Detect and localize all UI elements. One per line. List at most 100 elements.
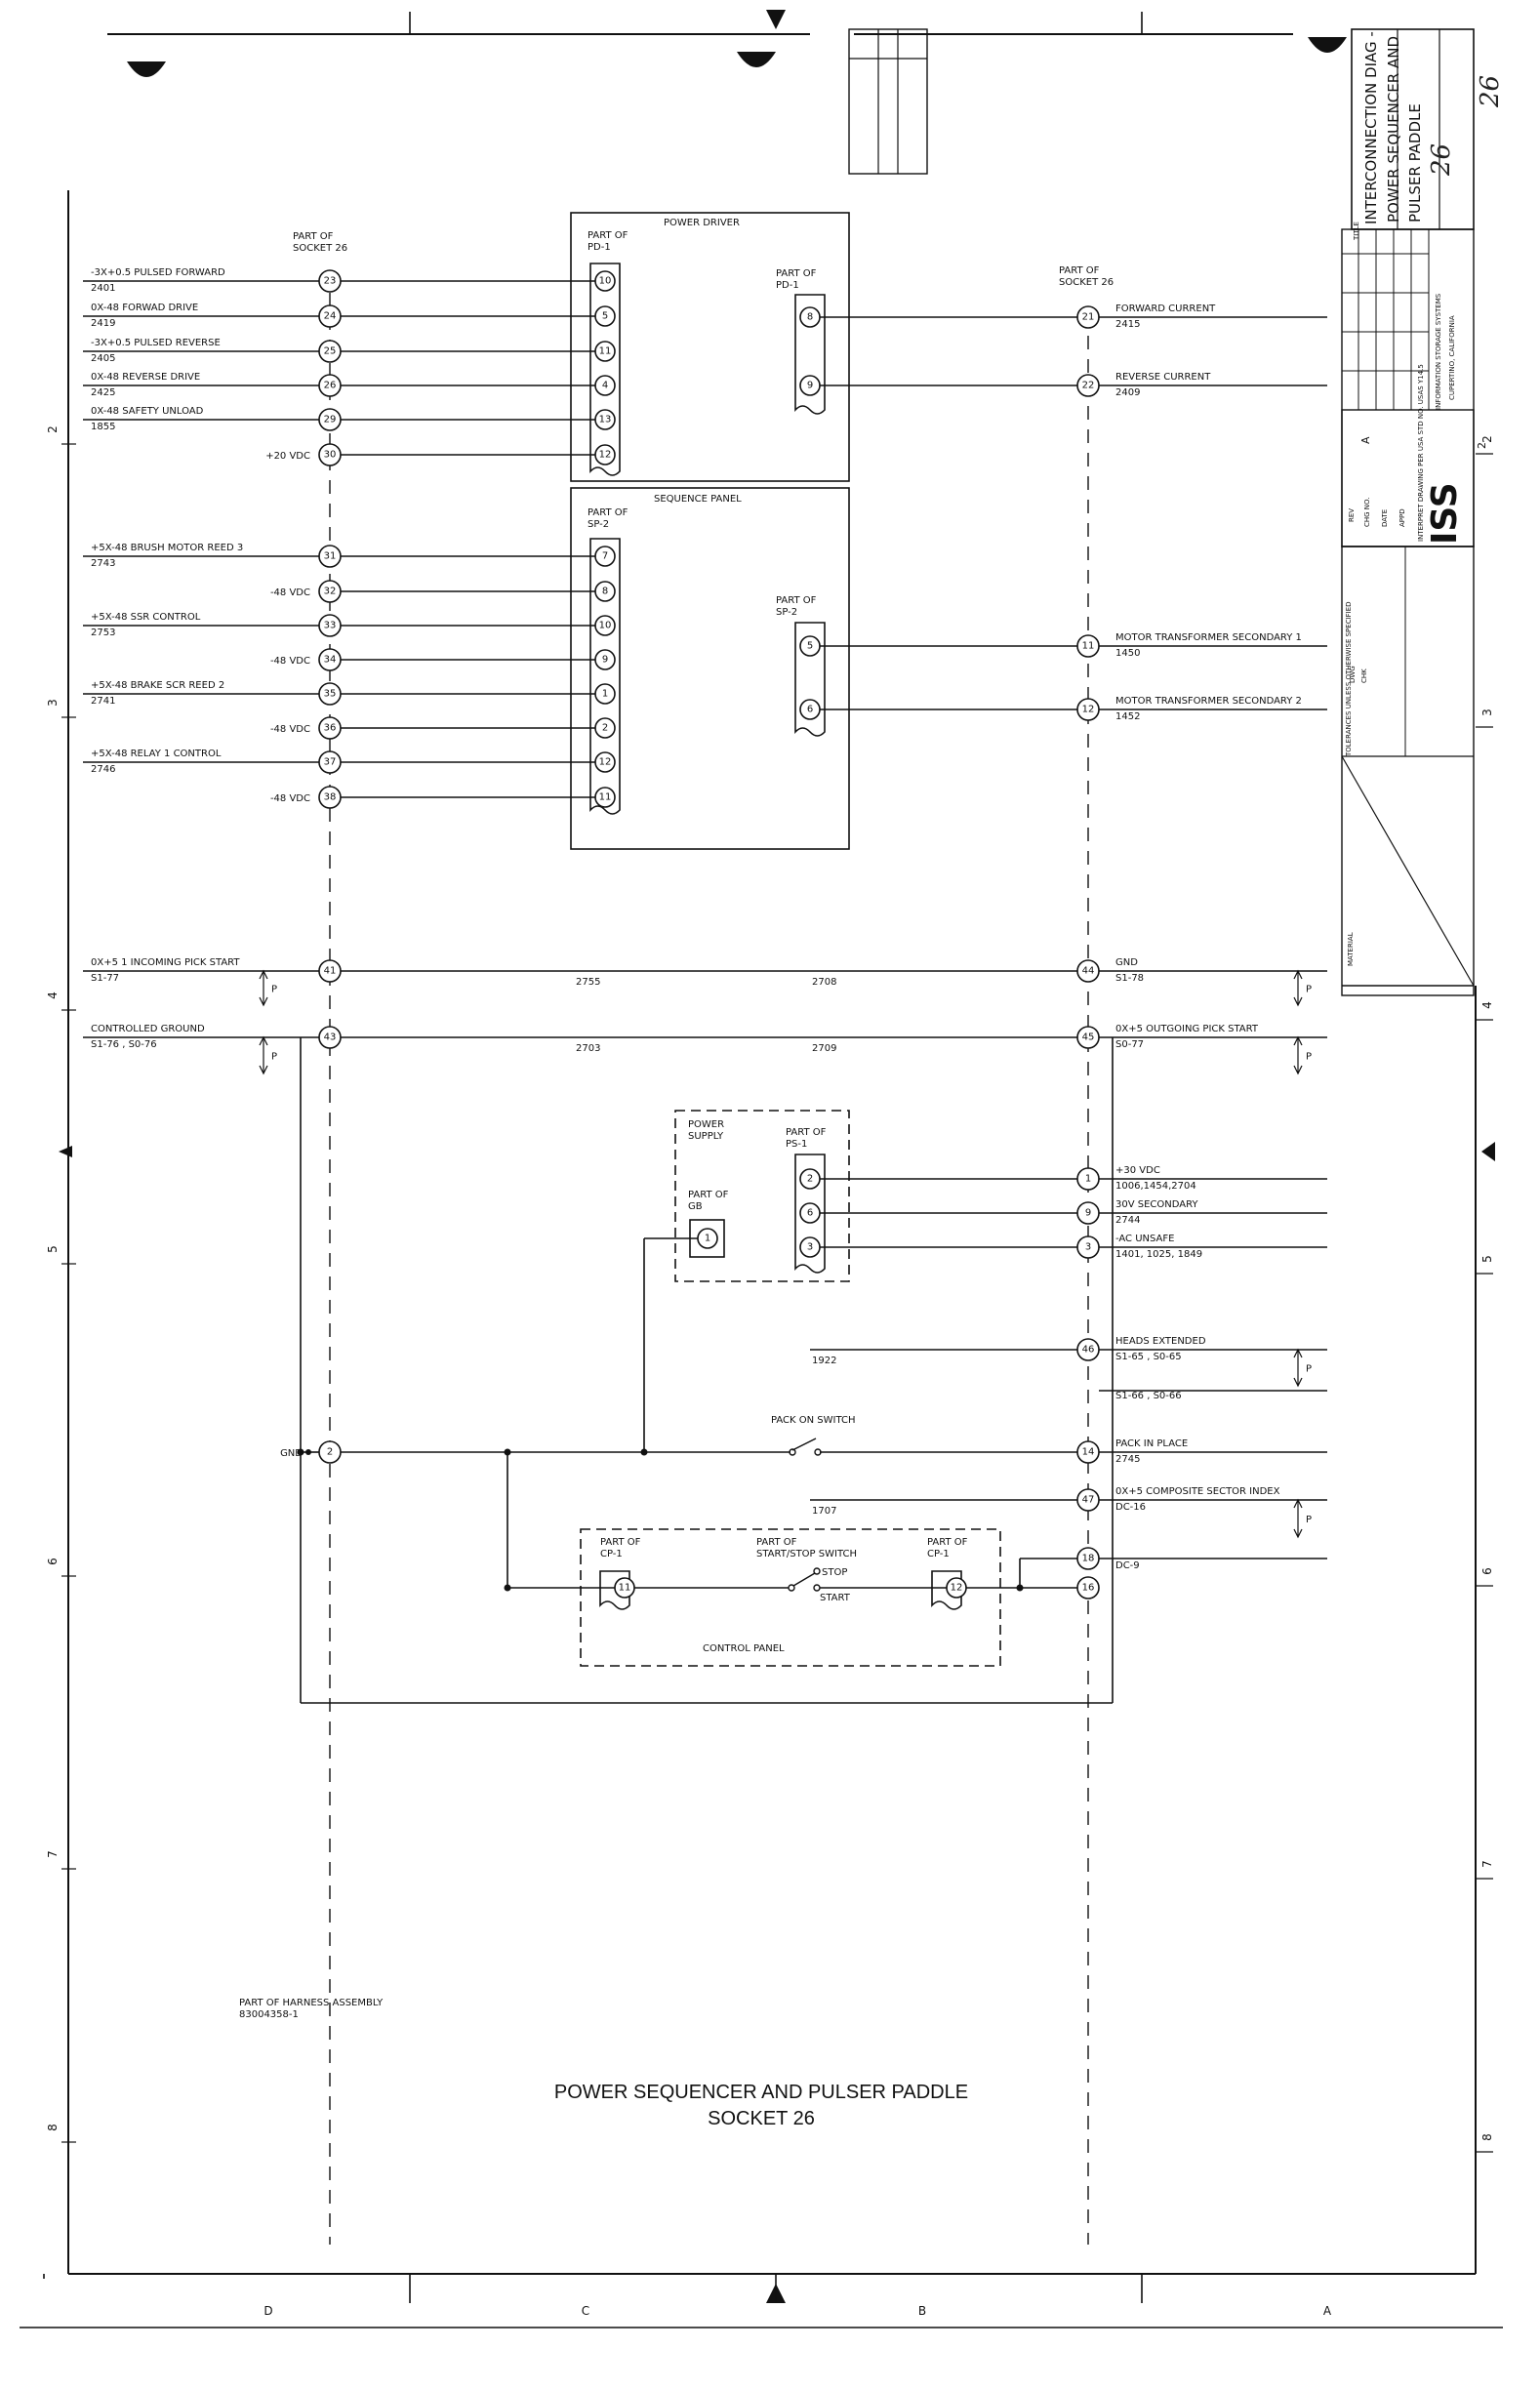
contact-5: 5 xyxy=(799,635,821,657)
sp2-left-connector xyxy=(589,538,621,815)
socket-pin-11: 11 xyxy=(1076,634,1100,658)
signal-name: +5X-48 SSR CONTROL xyxy=(91,612,201,623)
contact-circle xyxy=(594,305,616,327)
socket-pin-32: 32 xyxy=(318,580,342,603)
contact-circle xyxy=(594,444,616,466)
pd1-contact-5: 5 xyxy=(594,305,616,327)
zone-arrow-top xyxy=(766,10,786,29)
gnd-label: GND xyxy=(280,1448,303,1459)
pin-number: 44 xyxy=(1082,966,1095,977)
zone-label-left: 5 xyxy=(46,1245,60,1253)
zone-arrow-right xyxy=(1481,1142,1495,1161)
pin-number: 18 xyxy=(1082,1554,1095,1564)
socket-pin-2: 2 xyxy=(318,1440,342,1464)
pin-number: 26 xyxy=(324,381,337,391)
contact-circle xyxy=(594,375,616,396)
zone-label-left: 6 xyxy=(46,1558,60,1565)
pin-number: 30 xyxy=(324,450,337,461)
socket-pin-9: 9 xyxy=(1076,1201,1100,1225)
title-label: TITLE xyxy=(1353,222,1360,241)
pin-circle xyxy=(318,648,342,671)
pin-number: 25 xyxy=(324,346,337,357)
contact-number: 11 xyxy=(619,1583,631,1594)
wire-number: 2419 xyxy=(91,318,115,329)
ps1-contact-3: 3 xyxy=(799,1236,821,1258)
contact-circle xyxy=(594,546,616,567)
contact-number: 7 xyxy=(602,551,608,562)
signal-name: MOTOR TRANSFORMER SECONDARY 2 xyxy=(1115,696,1302,707)
wire-number: 1855 xyxy=(91,422,115,432)
contact-number: 4 xyxy=(602,381,608,391)
contact-number: 1 xyxy=(705,1234,710,1244)
pin-circle xyxy=(318,269,342,293)
pin-circle xyxy=(318,682,342,706)
pin-number: 3 xyxy=(1085,1242,1091,1253)
cp1-contact-12: 12 xyxy=(946,1577,967,1599)
power-driver-block xyxy=(570,212,850,482)
sp2-contact-1: 1 xyxy=(594,683,616,705)
pin-circle xyxy=(318,374,342,397)
stop-label: STOP xyxy=(822,1567,847,1578)
contact-number: 6 xyxy=(807,705,813,715)
pin-circle xyxy=(318,1026,342,1049)
supply-label: -48 VDC xyxy=(270,724,310,735)
appd-label: APPD xyxy=(1398,508,1406,527)
pin-circle xyxy=(318,614,342,637)
cp1-right-connector xyxy=(931,1570,962,1610)
pd1-right-connector xyxy=(794,294,826,415)
pin-number: 34 xyxy=(324,655,337,666)
wire-number: S1-66 , S0-66 xyxy=(1115,1391,1182,1401)
contact-9: 9 xyxy=(799,375,821,396)
supply-label: -48 VDC xyxy=(270,587,310,598)
supply-label: +20 VDC xyxy=(265,451,310,462)
contact-circle xyxy=(594,683,616,705)
wire-number: 2405 xyxy=(91,353,115,364)
material-label: MATERIAL xyxy=(1347,932,1355,966)
pin-number: 14 xyxy=(1082,1447,1095,1458)
wire-number: 2708 xyxy=(812,977,836,988)
sequence-panel-label: SEQUENCE PANEL xyxy=(654,494,742,505)
company-logo: ISS xyxy=(1425,482,1465,545)
wire-number: 1707 xyxy=(812,1506,836,1517)
zone-label-bottom: C xyxy=(582,2304,589,2318)
pd1-left-connector xyxy=(589,263,621,476)
revision-strip xyxy=(848,28,928,175)
contact-circle xyxy=(594,787,616,808)
socket-pin-12: 12 xyxy=(1076,698,1100,721)
power-supply-block xyxy=(674,1110,850,1282)
signal-name: -AC UNSAFE xyxy=(1115,1234,1174,1244)
pin-circle xyxy=(1076,634,1100,658)
contact-number: 5 xyxy=(602,311,608,322)
signal-name: -3X+0.5 PULSED REVERSE xyxy=(91,338,221,348)
registration-mark xyxy=(127,61,166,77)
pin-circle xyxy=(318,1440,342,1464)
contact-number: 8 xyxy=(807,312,813,323)
scale-label: 2 xyxy=(1476,442,1488,449)
p-marker-41: P xyxy=(271,985,277,995)
contact-number: 12 xyxy=(951,1583,963,1594)
zone-label-bottom: A xyxy=(1323,2304,1332,2318)
pin-number: 35 xyxy=(324,689,337,700)
signal-name: 0X-48 SAFETY UNLOAD xyxy=(91,406,204,417)
pin-number: 16 xyxy=(1082,1583,1095,1594)
socket-pin-43: 43 xyxy=(318,1026,342,1049)
wire-number: 2741 xyxy=(91,696,115,707)
pin-number: 45 xyxy=(1082,1033,1095,1043)
socket-pin-1: 1 xyxy=(1076,1167,1100,1191)
tolerance-diagonal xyxy=(1341,755,1475,987)
pd1-contact-13: 13 xyxy=(594,409,616,430)
contact-circle xyxy=(594,270,616,292)
socket-pin-23: 23 xyxy=(318,269,342,293)
caption-subtitle: SOCKET 26 xyxy=(708,2108,815,2129)
pin-circle xyxy=(318,750,342,774)
pin-number: 29 xyxy=(324,415,337,425)
wire-number: DC-16 xyxy=(1115,1502,1146,1513)
signal-name: +5X-48 RELAY 1 CONTROL xyxy=(91,749,222,759)
sp2-contact-10: 10 xyxy=(594,615,616,636)
wire-number: 1922 xyxy=(812,1356,836,1366)
p-marker-43: P xyxy=(271,1052,277,1063)
